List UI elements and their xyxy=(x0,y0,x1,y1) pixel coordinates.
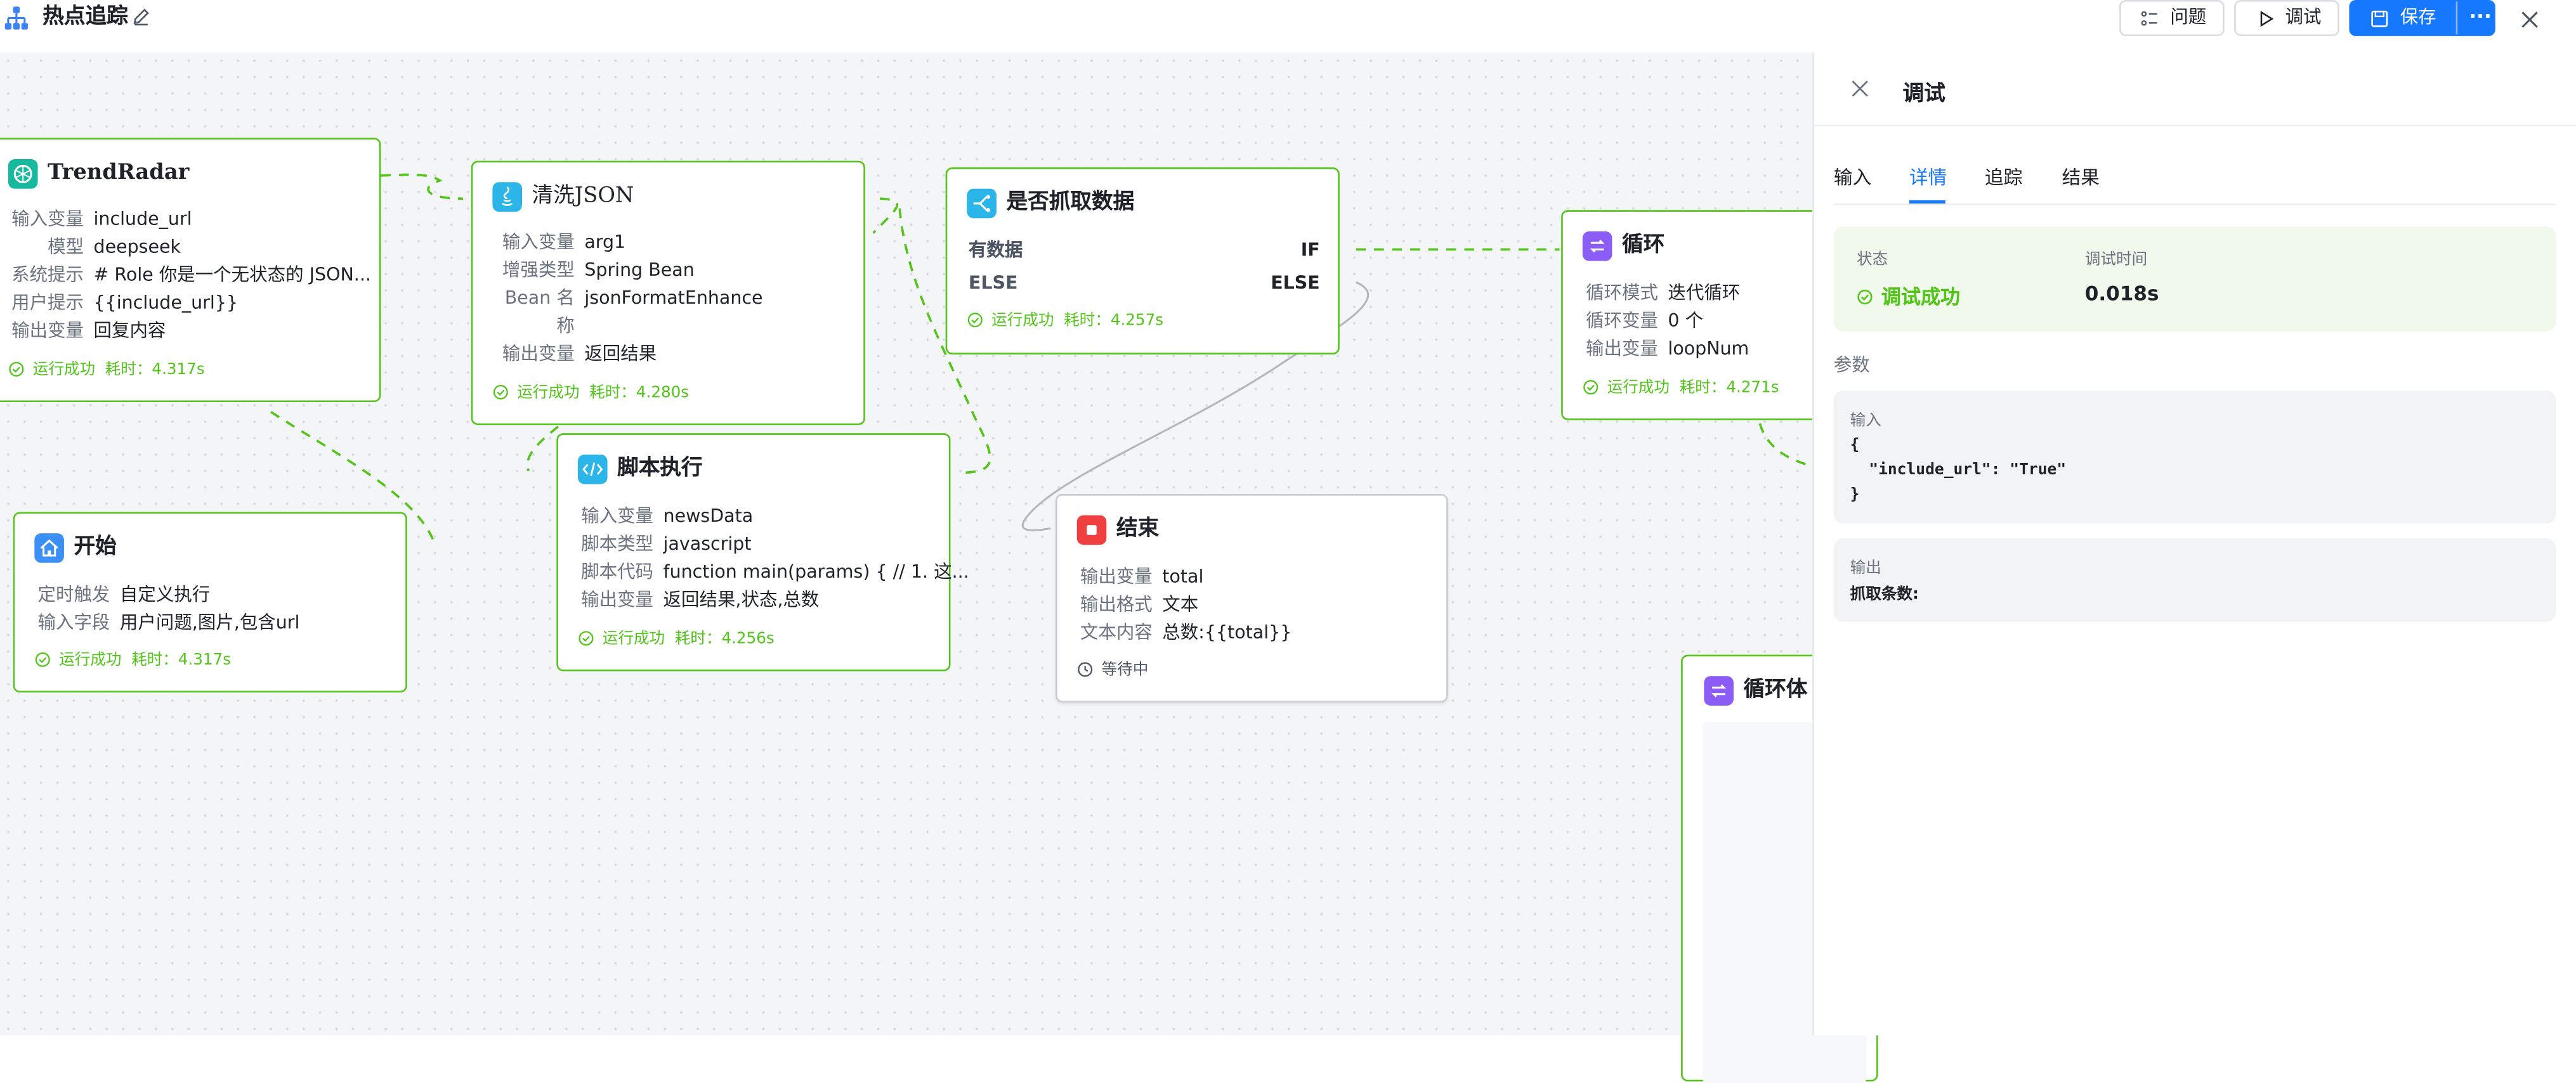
tab-trace[interactable]: 追踪 xyxy=(1984,165,2023,189)
node-status: 运行成功耗时：4.271s xyxy=(1583,377,1779,400)
node-title: 开始 xyxy=(74,535,117,560)
loop-icon xyxy=(1704,676,1734,706)
debug-button[interactable]: 调试 xyxy=(2234,0,2339,36)
play-icon xyxy=(2260,11,2274,27)
check-circle-icon xyxy=(579,631,594,646)
workflow-tree-icon xyxy=(4,6,28,30)
time-header: 调试时间 xyxy=(2084,250,2148,269)
input-header: 输入 xyxy=(1850,412,1881,431)
edge-fetch-script xyxy=(898,208,991,474)
issues-button-label: 问题 xyxy=(2170,6,2207,28)
issues-list-icon xyxy=(2141,11,2157,26)
node-title: 脚本执行 xyxy=(617,456,703,481)
node-status: 运行成功耗时：4.257s xyxy=(967,310,1163,333)
openai-icon xyxy=(8,159,38,189)
code-icon xyxy=(577,454,608,484)
stop-icon xyxy=(1076,515,1107,545)
edit-pencil-icon[interactable] xyxy=(131,6,151,26)
save-more-button[interactable]: ··· xyxy=(2469,4,2492,28)
node-title: 清洗JSON xyxy=(532,183,634,209)
tab-active-indicator xyxy=(1909,200,1945,204)
status-value: 调试成功 xyxy=(1857,282,1960,310)
save-disk-icon xyxy=(2371,10,2388,27)
save-button-label: 保存 xyxy=(2400,6,2436,28)
check-circle-icon xyxy=(35,652,50,667)
top-header: 热点追踪 问题 调试 保存 xyxy=(0,0,2574,53)
status-card: 状态 调试时间 调试成功 0.018s xyxy=(1833,226,2556,332)
panel-title: 调试 xyxy=(1902,82,1945,107)
java-icon xyxy=(492,182,522,212)
tab-input[interactable]: 输入 xyxy=(1833,165,1872,189)
node-status: 运行成功耗时：4.317s xyxy=(34,650,231,673)
node-status: 运行成功耗时：4.256s xyxy=(578,628,775,651)
debug-button-label: 调试 xyxy=(2285,6,2322,28)
loop-icon xyxy=(1582,231,1612,261)
workflow-title: 热点追踪 xyxy=(42,4,128,30)
tab-result[interactable]: 结果 xyxy=(2062,165,2100,189)
clock-icon xyxy=(1078,662,1093,677)
input-card: 输入 { "include_url": "True" } xyxy=(1833,390,2556,524)
save-button-divider xyxy=(2455,1,2458,35)
save-button[interactable]: 保存 ··· xyxy=(2349,0,2495,36)
home-icon xyxy=(34,533,64,563)
edge-loop-body xyxy=(1758,423,1813,467)
check-circle-icon xyxy=(1857,289,1873,305)
node-title: 是否抓取数据 xyxy=(1006,190,1135,216)
close-icon[interactable] xyxy=(1850,79,1870,98)
divider xyxy=(1833,203,2556,205)
branch-icon xyxy=(967,188,997,219)
output-header: 输出 xyxy=(1850,559,1881,578)
node-status: 等待中 xyxy=(1077,659,1148,682)
close-icon[interactable] xyxy=(2520,10,2540,30)
edge-trendradar-clean xyxy=(381,173,463,200)
check-circle-icon xyxy=(493,385,508,400)
output-value: 抓取条数: xyxy=(1850,585,1919,604)
time-value: 0.018s xyxy=(2084,282,2159,306)
node-title: 循环 xyxy=(1621,233,1665,258)
divider xyxy=(1814,124,2576,127)
node-title: 结束 xyxy=(1116,517,1160,542)
output-card: 输出 抓取条数: xyxy=(1833,538,2556,622)
tab-details[interactable]: 详情 xyxy=(1909,165,1947,189)
node-title: TrendRadar xyxy=(48,160,190,186)
edge-clean-script xyxy=(526,425,559,472)
edge-clean-fetch xyxy=(872,197,899,234)
node-status: 运行成功耗时：4.317s xyxy=(8,360,205,382)
edge-layer xyxy=(270,173,1813,907)
params-label: 参数 xyxy=(1833,354,1870,376)
debug-panel: 调试 输入 详情 追踪 结果 状态 调试时间 调试成功 0.018s 参数 输入… xyxy=(1812,52,2576,1036)
node-title: 循环体 xyxy=(1743,677,1808,703)
check-circle-icon xyxy=(9,361,24,377)
check-circle-icon xyxy=(967,313,983,328)
node-start[interactable]: 开始 定时触发自定义执行 输入字段用户问题,图片,包含url 运行成功耗时：4.… xyxy=(13,512,407,693)
check-circle-icon xyxy=(1583,380,1599,395)
edge-fetch-end xyxy=(1021,281,1370,531)
status-header: 状态 xyxy=(1857,250,1888,269)
node-status: 运行成功耗时：4.280s xyxy=(492,382,689,405)
issues-button[interactable]: 问题 xyxy=(2119,0,2225,36)
input-code: { "include_url": "True" } xyxy=(1850,436,2067,504)
